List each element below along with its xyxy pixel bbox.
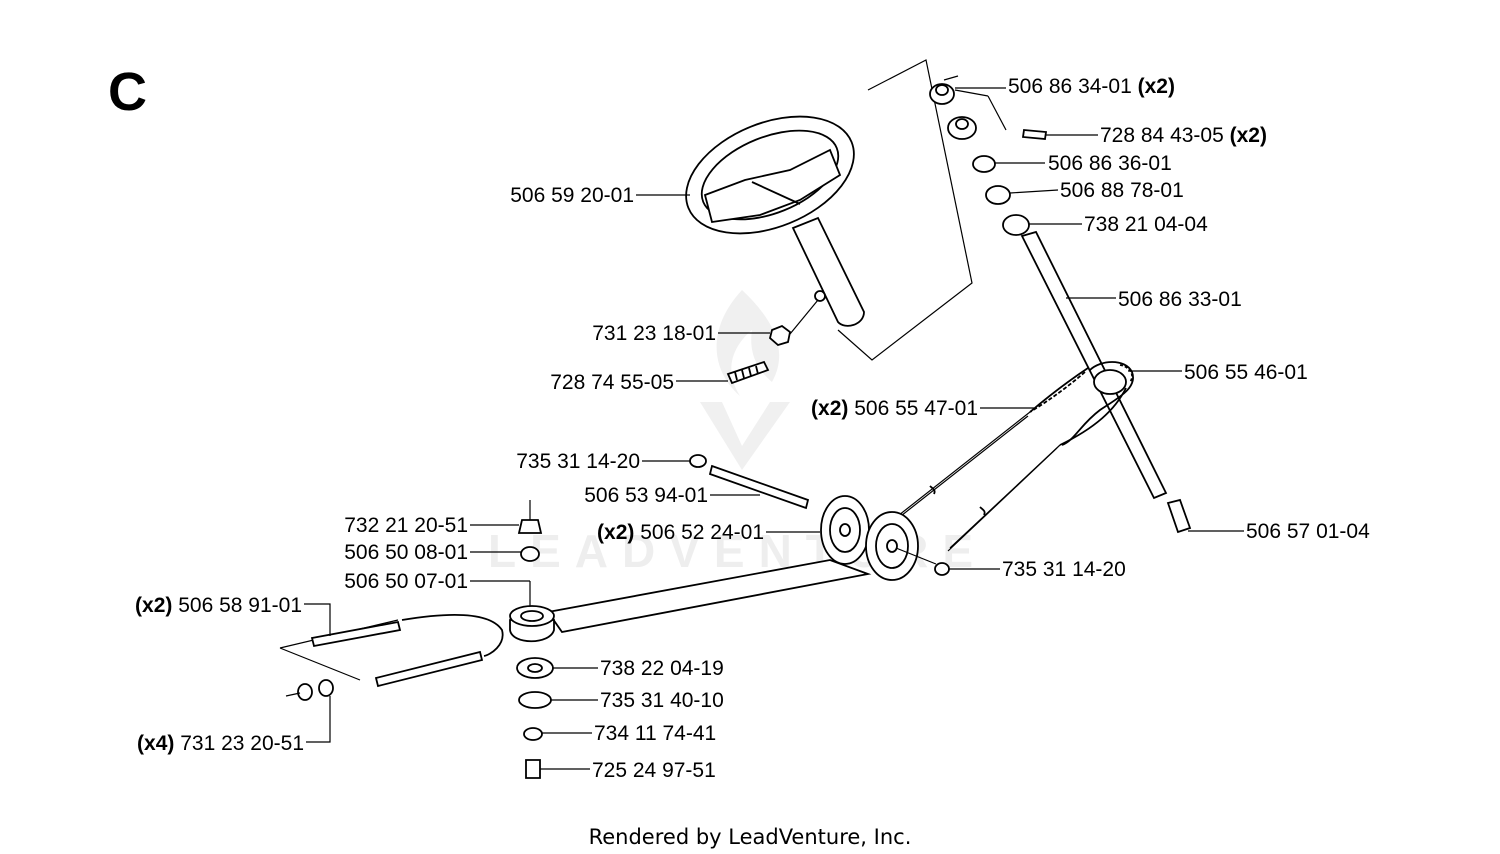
support-arm-drawing bbox=[546, 559, 872, 633]
part-label-725-24-97-51: 725 24 97-51 bbox=[592, 759, 716, 782]
part-label-506-55-47-01: (x2) 506 55 47-01 bbox=[811, 397, 978, 420]
part-label-728-84-43-05: 728 84 43-05 (x2) bbox=[1100, 124, 1267, 147]
watermark-flame-icon bbox=[716, 290, 780, 396]
part-label-506-86-34-01: 506 86 34-01 (x2) bbox=[1008, 75, 1175, 98]
part-label-506-50-07-01: 506 50 07-01 bbox=[344, 570, 468, 593]
part-label-738-22-04-19: 738 22 04-19 bbox=[600, 657, 724, 680]
part-label-735-31-14-20-lower: 735 31 14-20 bbox=[1002, 558, 1126, 581]
part-label-731-23-18-01: 731 23 18-01 bbox=[592, 322, 716, 345]
tension-rods-drawing bbox=[279, 614, 504, 701]
part-label-728-74-55-05: 728 74 55-05 bbox=[550, 371, 674, 394]
part-label-732-21-20-51: 732 21 20-51 bbox=[344, 514, 468, 537]
part-label-735-31-40-10: 735 31 40-10 bbox=[600, 689, 724, 712]
wheel-nut-bolt-drawing bbox=[726, 299, 819, 385]
part-label-734-11-74-41: 734 11 74-41 bbox=[594, 722, 716, 745]
part-label-506-86-33-01: 506 86 33-01 bbox=[1118, 288, 1242, 311]
part-label-506-53-94-01: 506 53 94-01 bbox=[584, 484, 708, 507]
leader-lines bbox=[304, 87, 1244, 770]
part-label-738-21-04-04: 738 21 04-04 bbox=[1084, 213, 1208, 236]
part-label-506-59-20-01: 506 59 20-01 bbox=[510, 184, 634, 207]
section-label: C bbox=[108, 62, 147, 122]
watermark-v-icon bbox=[700, 402, 790, 470]
cables-drawing bbox=[877, 371, 1086, 552]
pulleys-drawing bbox=[689, 454, 950, 581]
steering-wheel-drawing bbox=[685, 59, 973, 361]
steering-shaft-drawing bbox=[929, 75, 1192, 534]
part-label-506-52-24-01: (x2) 506 52 24-01 bbox=[597, 521, 764, 544]
part-label-506-57-01-04: 506 57 01-04 bbox=[1246, 520, 1370, 543]
part-label-506-58-91-01: (x2) 506 58 91-01 bbox=[135, 594, 302, 617]
part-labels: 506 86 34-01 (x2) 728 84 43-05 (x2) 506 … bbox=[135, 75, 1370, 782]
part-label-506-88-78-01: 506 88 78-01 bbox=[1060, 179, 1184, 202]
part-label-731-23-20-51: (x4) 731 23 20-51 bbox=[137, 732, 304, 755]
part-label-735-31-14-20-upper: 735 31 14-20 bbox=[516, 450, 640, 473]
part-label-506-86-36-01: 506 86 36-01 bbox=[1048, 152, 1172, 175]
part-label-506-50-08-01: 506 50 08-01 bbox=[344, 541, 468, 564]
lower-pulley-drawing bbox=[509, 500, 555, 779]
part-label-506-55-46-01: 506 55 46-01 bbox=[1184, 361, 1308, 384]
footer-credit: Rendered by LeadVenture, Inc. bbox=[589, 825, 912, 849]
